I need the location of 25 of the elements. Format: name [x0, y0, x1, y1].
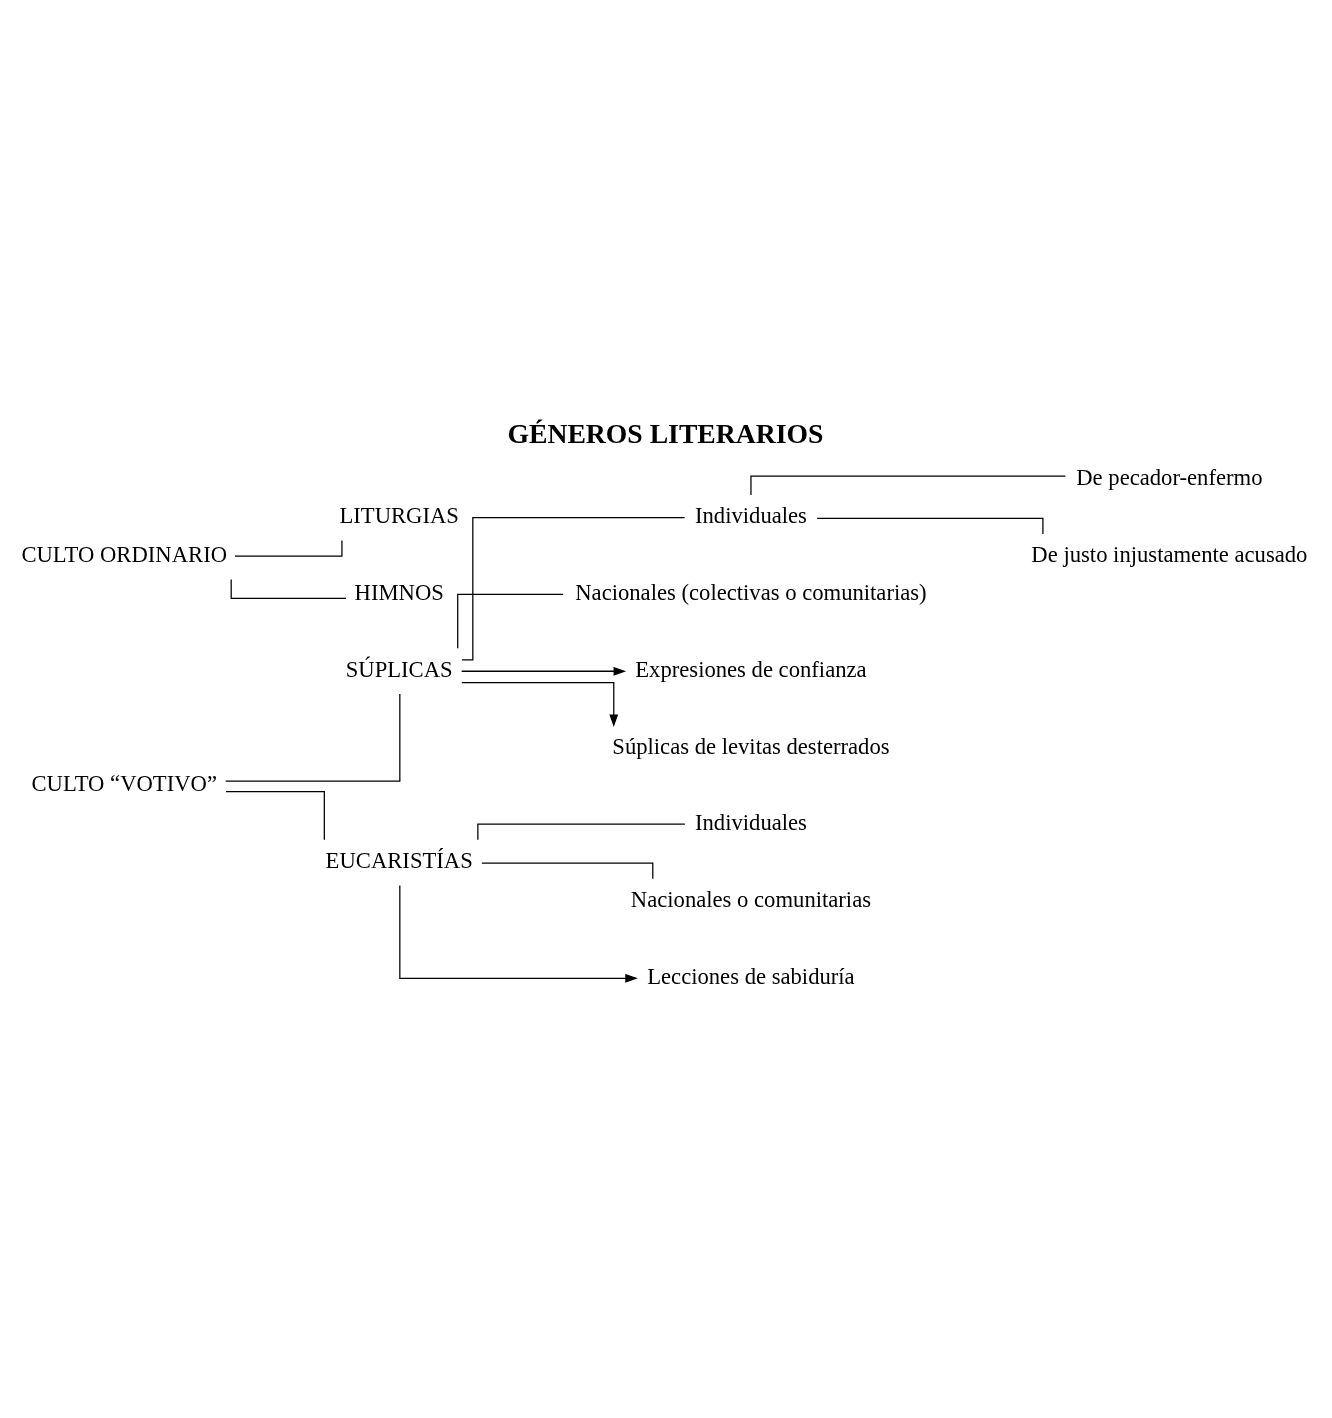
node-text: Súplicas de levitas desterrados [612, 733, 890, 759]
connector [477, 823, 686, 841]
node-text: Individuales [694, 810, 807, 836]
node-text: De justo injustamente acusado [1031, 542, 1308, 568]
node-text: EUCARISTÍAS [325, 848, 473, 874]
connector [461, 517, 686, 661]
arrow [461, 681, 619, 728]
connector [457, 593, 564, 649]
node-text: LITURGIAS [339, 503, 459, 529]
node-text: Lecciones de sabiduría [647, 963, 855, 989]
connector [225, 791, 325, 841]
connector [225, 693, 401, 782]
arrow [461, 666, 627, 676]
diagram-title: GÉNEROS LITERARIOS [507, 417, 824, 449]
node-text: De pecador-enfermo [1076, 465, 1263, 491]
node-text: CULTO “VOTIVO” [31, 771, 217, 797]
node-text: CULTO ORDINARIO [21, 542, 228, 568]
connector [230, 578, 347, 599]
node-text: Expresiones de confianza [635, 656, 867, 682]
arrow [399, 884, 638, 983]
node-text: Nacionales (colectivas o comunitarias) [575, 580, 927, 606]
node-text: Nacionales o comunitarias [630, 887, 872, 913]
node-text: SÚPLICAS [345, 656, 453, 682]
node-text: Individuales [694, 503, 807, 529]
node-text: HIMNOS [354, 580, 444, 606]
